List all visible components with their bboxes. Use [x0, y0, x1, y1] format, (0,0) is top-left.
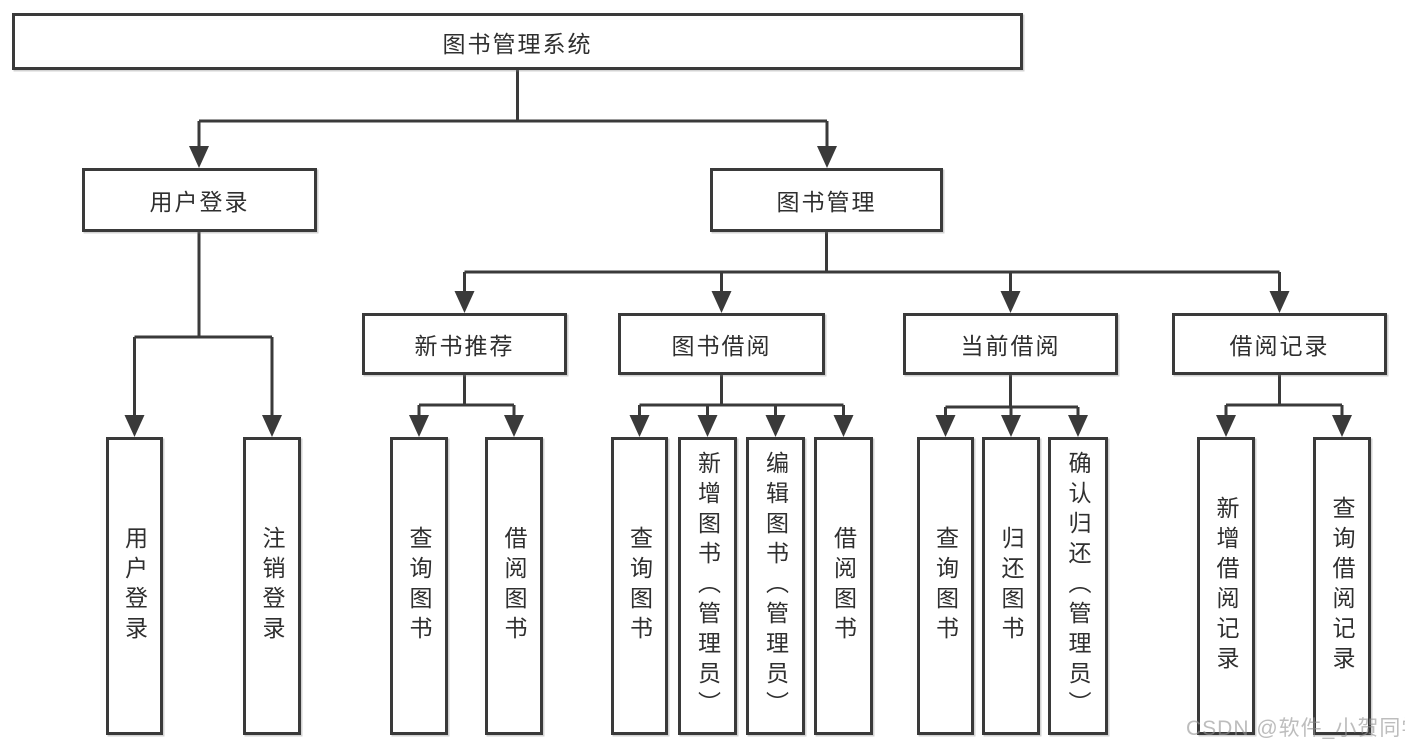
node-leaf-bb-add-book: 新增图书（管理员）	[678, 437, 737, 735]
node-leaf-cb-query-book: 查询图书	[917, 437, 974, 735]
node-borrow-records: 借阅记录	[1172, 313, 1387, 375]
node-leaf-nb-borrow-book: 借阅图书	[485, 437, 543, 735]
node-leaf-user-login: 用户登录	[106, 437, 163, 735]
node-user-login: 用户登录	[82, 168, 317, 232]
node-leaf-cb-confirm-return: 确认归还（管理员）	[1048, 437, 1108, 735]
node-root: 图书管理系统	[12, 13, 1023, 70]
node-leaf-cb-return-book: 归还图书	[982, 437, 1040, 735]
node-leaf-nb-query-book: 查询图书	[390, 437, 448, 735]
node-leaf-br-query-record: 查询借阅记录	[1313, 437, 1371, 735]
node-leaf-bb-borrow-book: 借阅图书	[814, 437, 873, 735]
csdn-watermark: CSDN @软件_小贺同学	[1186, 717, 1405, 740]
node-leaf-bb-edit-book: 编辑图书（管理员）	[746, 437, 805, 735]
node-leaf-bb-query-book: 查询图书	[611, 437, 668, 735]
node-book-management: 图书管理	[710, 168, 943, 232]
node-new-book-recommend: 新书推荐	[362, 313, 567, 375]
node-current-borrow: 当前借阅	[903, 313, 1118, 375]
node-book-borrow: 图书借阅	[618, 313, 825, 375]
node-leaf-br-add-record: 新增借阅记录	[1197, 437, 1255, 735]
node-leaf-logout: 注销登录	[243, 437, 301, 735]
